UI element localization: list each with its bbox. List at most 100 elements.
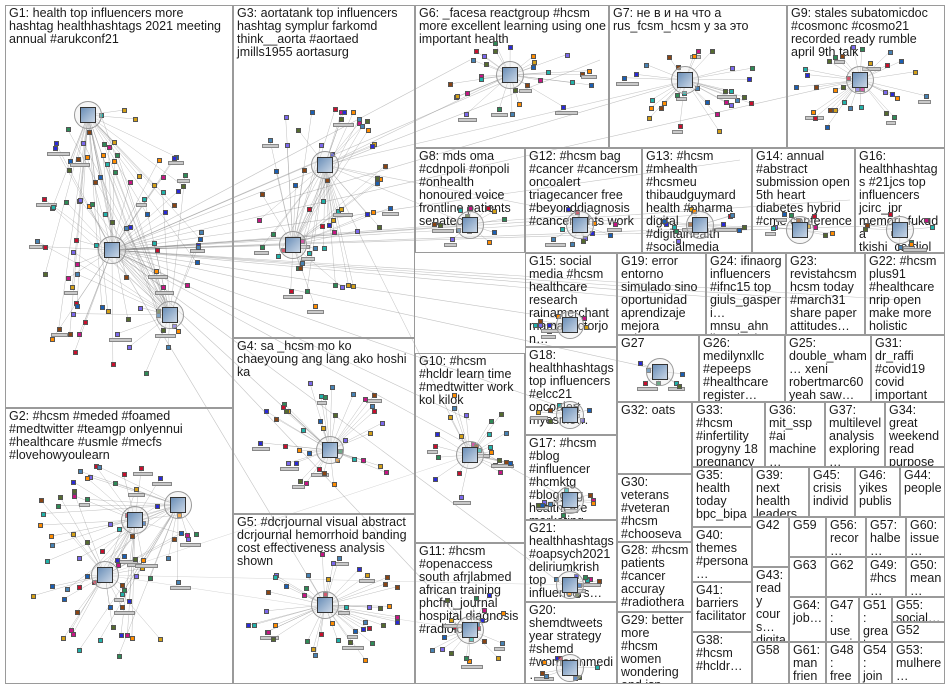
node[interactable]	[548, 501, 554, 507]
group-box-g27[interactable]: G27	[617, 335, 699, 402]
node[interactable]	[127, 344, 133, 350]
node[interactable]	[176, 189, 182, 195]
node[interactable]	[343, 605, 349, 611]
node[interactable]	[612, 221, 618, 227]
node-label[interactable]	[529, 415, 549, 420]
group-box-g40[interactable]: G40: themes #persona…	[692, 527, 752, 582]
group-box-g51[interactable]: G51: great artic…	[859, 597, 892, 642]
group-box-g6[interactable]: G6: _facesa reactgroup #hcsm more excell…	[415, 5, 609, 148]
node[interactable]	[826, 59, 832, 65]
node[interactable]	[674, 93, 680, 99]
node[interactable]	[152, 241, 158, 247]
group-box-g37[interactable]: G37: multilevel analysis exploring…	[825, 402, 885, 467]
node[interactable]	[320, 551, 326, 557]
node[interactable]	[283, 584, 289, 590]
node[interactable]	[465, 91, 471, 97]
node[interactable]	[154, 247, 160, 253]
node[interactable]	[544, 674, 550, 679]
avatar[interactable]	[792, 222, 808, 238]
node[interactable]	[116, 527, 122, 533]
node[interactable]	[561, 104, 567, 110]
node[interactable]	[266, 589, 272, 595]
node[interactable]	[98, 175, 104, 181]
group-box-g22[interactable]: G22: #hcsm plus91 #healthcare nrip open …	[865, 253, 945, 335]
node[interactable]	[540, 671, 546, 677]
node[interactable]	[456, 470, 462, 476]
group-box-g13[interactable]: G13: #hcsm #mhealth #hcsmeu thibaudguyma…	[642, 148, 752, 253]
node[interactable]	[357, 116, 363, 122]
node[interactable]	[309, 110, 315, 116]
node[interactable]	[587, 492, 593, 498]
node[interactable]	[595, 665, 601, 671]
node-label[interactable]	[332, 213, 354, 218]
node[interactable]	[858, 105, 864, 111]
node[interactable]	[377, 605, 383, 611]
node[interactable]	[360, 124, 366, 129]
node[interactable]	[154, 503, 160, 509]
node-label[interactable]	[152, 481, 172, 486]
node[interactable]	[448, 651, 454, 657]
node[interactable]	[548, 408, 554, 414]
node[interactable]	[38, 498, 44, 504]
node-label[interactable]	[35, 202, 57, 207]
node[interactable]	[482, 638, 488, 644]
node[interactable]	[259, 244, 265, 250]
node[interactable]	[395, 584, 401, 590]
node[interactable]	[74, 304, 80, 310]
avatar[interactable]	[652, 364, 668, 380]
node[interactable]	[447, 81, 453, 87]
node[interactable]	[121, 471, 127, 477]
node[interactable]	[193, 531, 199, 537]
node[interactable]	[363, 620, 369, 626]
node-label[interactable]	[316, 401, 328, 406]
node[interactable]	[195, 245, 201, 251]
node-label[interactable]	[70, 162, 90, 167]
node[interactable]	[326, 222, 332, 228]
node[interactable]	[322, 395, 328, 401]
node[interactable]	[888, 212, 894, 218]
node-label[interactable]	[493, 647, 506, 652]
avatar[interactable]	[562, 317, 578, 333]
node[interactable]	[67, 167, 73, 173]
node[interactable]	[138, 305, 144, 311]
group-box-g12[interactable]: G12: #hcsm bag #cancer #cancersm oncoale…	[525, 148, 642, 253]
node[interactable]	[342, 437, 348, 443]
node[interactable]	[478, 76, 484, 82]
node[interactable]	[884, 63, 890, 69]
node[interactable]	[531, 65, 537, 71]
node[interactable]	[274, 169, 280, 175]
node[interactable]	[64, 587, 70, 593]
node[interactable]	[638, 361, 644, 367]
node[interactable]	[357, 566, 363, 572]
node[interactable]	[468, 205, 474, 211]
node-label[interactable]	[310, 472, 329, 477]
node-label[interactable]	[136, 203, 148, 208]
node-label[interactable]	[133, 471, 154, 476]
node[interactable]	[366, 626, 372, 632]
hub-circle[interactable]	[98, 236, 126, 264]
node[interactable]	[362, 397, 368, 403]
node[interactable]	[148, 575, 154, 581]
avatar[interactable]	[692, 217, 708, 233]
node[interactable]	[587, 68, 593, 74]
node[interactable]	[49, 534, 55, 540]
group-box-g5[interactable]: G5: #dcrjournal visual abstract dcrjourn…	[233, 514, 415, 684]
node[interactable]	[256, 218, 262, 224]
node[interactable]	[41, 196, 47, 202]
node[interactable]	[499, 641, 505, 647]
node[interactable]	[316, 466, 322, 472]
node[interactable]	[897, 244, 903, 250]
group-box-g59[interactable]: G59	[789, 517, 826, 557]
node[interactable]	[53, 146, 59, 152]
node-label[interactable]	[280, 467, 300, 472]
node-label[interactable]	[675, 97, 687, 102]
node[interactable]	[696, 49, 702, 55]
node[interactable]	[57, 494, 63, 500]
node[interactable]	[533, 323, 539, 329]
node[interactable]	[321, 246, 327, 252]
group-box-g46[interactable]: G46: yikes publis…	[855, 467, 900, 517]
node[interactable]	[822, 232, 828, 238]
node[interactable]	[160, 284, 166, 290]
avatar[interactable]	[502, 67, 518, 83]
node[interactable]	[804, 72, 810, 78]
